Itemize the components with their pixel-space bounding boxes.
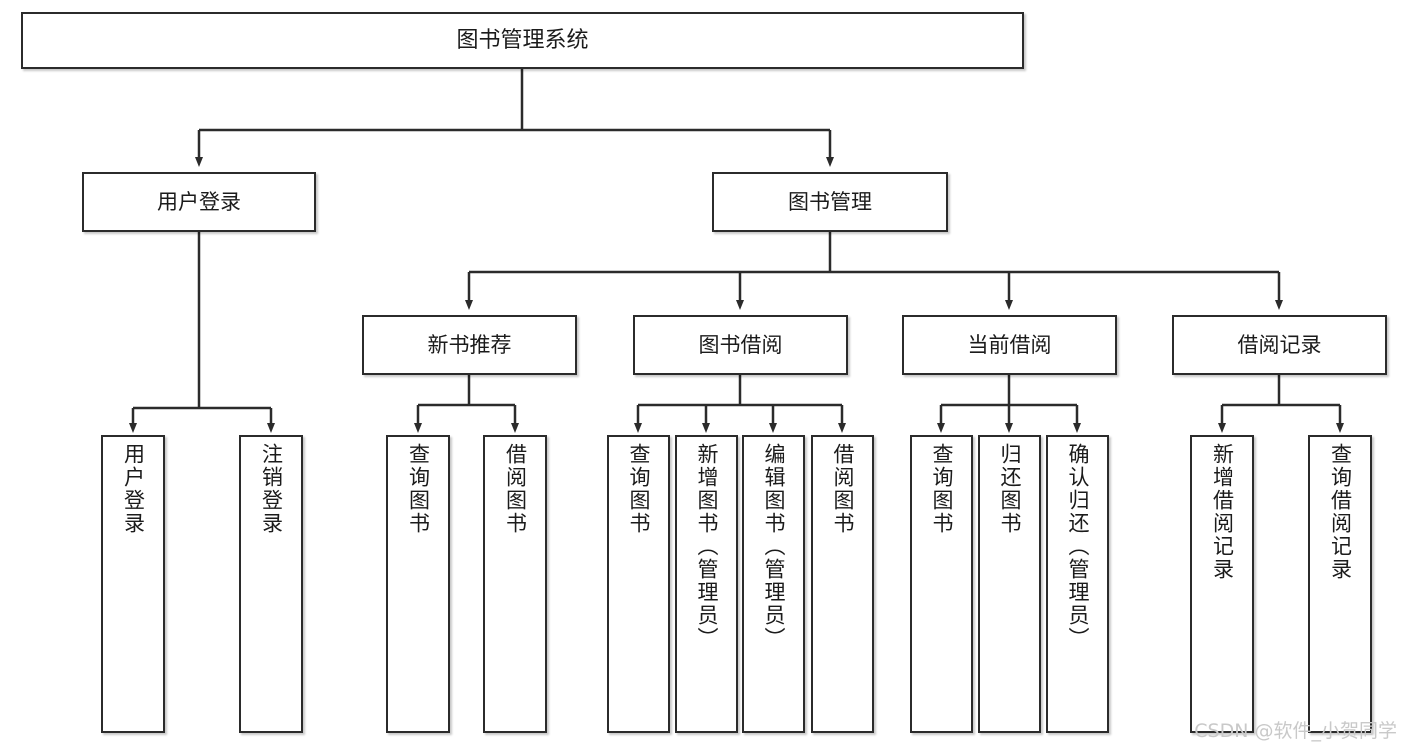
leaf-user-login-logout[interactable]: 注销登录 <box>239 435 303 733</box>
leaf-new-book-borrow[interactable]: 借阅图书 <box>483 435 547 733</box>
node-label: 查询图书 <box>627 443 651 535</box>
node-borrow-records[interactable]: 借阅记录 <box>1172 315 1387 375</box>
node-label: 借阅图书 <box>503 443 528 535</box>
node-book-management[interactable]: 图书管理 <box>712 172 948 232</box>
node-label: 用户登录 <box>121 443 146 535</box>
leaf-user-login-login[interactable]: 用户登录 <box>101 435 165 733</box>
leaf-records-query-record[interactable]: 查询借阅记录 <box>1308 435 1372 733</box>
node-new-book-recommend[interactable]: 新书推荐 <box>362 315 577 375</box>
leaf-borrow-edit-book-admin[interactable]: 编辑图书（管理员） <box>742 435 805 733</box>
node-label: 图书管理 <box>788 189 872 214</box>
leaf-borrow-query-book[interactable]: 查询图书 <box>607 435 670 733</box>
node-label: 注销登录 <box>259 443 284 535</box>
node-current-borrow[interactable]: 当前借阅 <box>902 315 1117 375</box>
leaf-borrow-borrow-book[interactable]: 借阅图书 <box>811 435 874 733</box>
node-label: 查询图书 <box>930 443 954 535</box>
leaf-current-confirm-return-admin[interactable]: 确认归还（管理员） <box>1046 435 1109 733</box>
node-root-book-management-system[interactable]: 图书管理系统 <box>21 12 1024 69</box>
leaf-borrow-add-book-admin[interactable]: 新增图书（管理员） <box>675 435 738 733</box>
node-label: 查询借阅记录 <box>1328 443 1353 581</box>
node-label: 借阅图书 <box>831 443 855 535</box>
node-book-borrow[interactable]: 图书借阅 <box>633 315 848 375</box>
node-label: 确认归还（管理员） <box>1066 443 1090 650</box>
leaf-new-book-query[interactable]: 查询图书 <box>386 435 450 733</box>
node-label: 当前借阅 <box>967 332 1052 357</box>
node-label: 新书推荐 <box>427 332 512 357</box>
leaf-current-return-book[interactable]: 归还图书 <box>978 435 1041 733</box>
node-label: 用户登录 <box>157 189 241 214</box>
watermark: CSDN @软件_小贺同学 <box>1194 720 1397 742</box>
node-label: 归还图书 <box>998 443 1022 535</box>
node-label: 图书借阅 <box>698 332 783 357</box>
leaf-records-add-record[interactable]: 新增借阅记录 <box>1190 435 1254 733</box>
node-label: 查询图书 <box>406 443 431 535</box>
node-label: 图书管理系统 <box>456 27 589 53</box>
node-label: 编辑图书（管理员） <box>762 443 786 650</box>
node-user-login[interactable]: 用户登录 <box>82 172 316 232</box>
node-label: 借阅记录 <box>1237 332 1322 357</box>
leaf-current-query-book[interactable]: 查询图书 <box>910 435 973 733</box>
node-label: 新增图书（管理员） <box>695 443 719 650</box>
node-label: 新增借阅记录 <box>1210 443 1235 581</box>
